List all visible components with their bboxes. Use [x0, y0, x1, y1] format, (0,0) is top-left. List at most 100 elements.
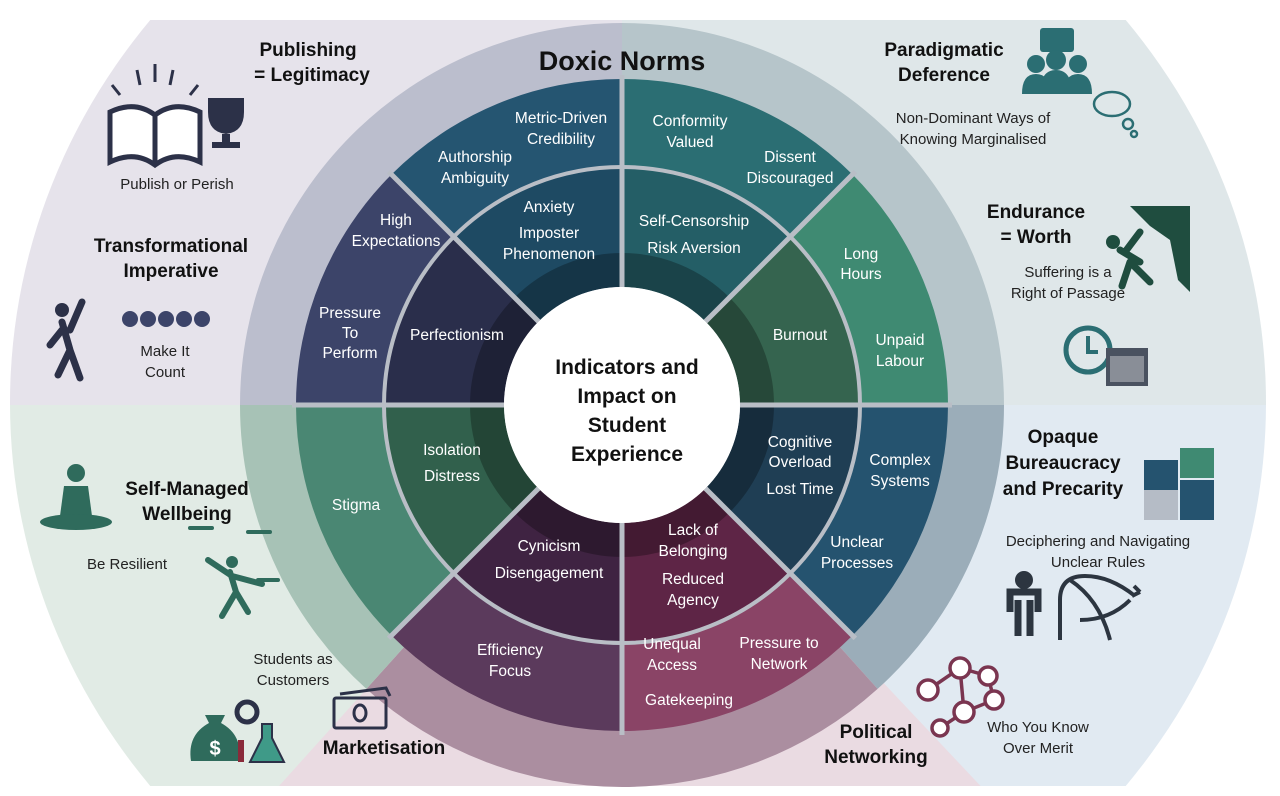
label-conformity: Conformity	[653, 113, 728, 130]
sector-inner	[453, 167, 622, 322]
theme-transformational: Transformational Imperative Make It Coun…	[46, 236, 248, 382]
theme-caption: Make It	[140, 343, 190, 360]
banknote-icon	[332, 686, 392, 730]
theme-publishing: Publishing = Legitimacy Publish or Peris…	[107, 40, 370, 193]
theme-title: Opaque	[1028, 427, 1099, 448]
label-lack-belonging: Lack of	[668, 522, 719, 539]
label-authorship: Ambiguity	[441, 170, 509, 187]
network-people-icon	[916, 656, 1005, 738]
sector-outer	[391, 573, 622, 731]
dollar-sign-icon: $	[209, 738, 220, 760]
sector-core-band	[470, 297, 539, 405]
sector-outer	[790, 174, 948, 405]
sector-outer	[622, 573, 853, 731]
theme-caption: Count	[145, 364, 186, 381]
theme-title: Marketisation	[323, 738, 445, 759]
label-cognitive-overload: Cognitive	[768, 434, 833, 451]
title: Doxic Norms	[539, 46, 706, 76]
label-isolation: Isolation	[423, 442, 481, 459]
reaching-person-icon	[46, 298, 86, 382]
sector-core-band	[514, 252, 622, 322]
theme-title: Bureaucracy	[1005, 453, 1121, 474]
label-lack-belonging: Belonging	[659, 543, 728, 560]
puzzle-icon	[1144, 448, 1214, 520]
theme-networking: Political Networking Who You Know Over M…	[824, 656, 1089, 768]
climber-icon	[1106, 206, 1190, 292]
theme-title: Paradigmatic	[884, 40, 1004, 61]
theme-bureaucracy: Opaque Bureaucracy and Precarity Deciphe…	[1003, 427, 1214, 641]
label-high-expectations: High	[380, 212, 412, 229]
theme-caption: Suffering is a	[1024, 264, 1112, 281]
sector-divider	[386, 169, 541, 324]
theme-caption: Right of Passage	[1011, 285, 1125, 302]
sector-core-band	[514, 488, 622, 557]
label-high-expectations: Expectations	[352, 233, 441, 250]
label-reduced-agency: Reduced	[662, 571, 724, 588]
theme-wellbeing: Self-Managed Wellbeing Be Resilient	[40, 464, 280, 619]
label-long-hours: Hours	[840, 266, 882, 283]
ring-segment	[240, 405, 405, 689]
sector-outer	[790, 405, 948, 636]
center-line-3: Student	[588, 414, 666, 437]
theme-caption: Unclear Rules	[1051, 554, 1145, 571]
label-unclear-processes: Unclear	[830, 534, 883, 551]
label-perfectionism: Perfectionism	[410, 327, 504, 344]
sector-inner	[384, 236, 539, 405]
open-book-icon	[107, 64, 203, 169]
theme-title: Publishing	[259, 40, 356, 61]
label-pressure-perform: To	[342, 325, 358, 342]
theme-title: Transformational	[94, 236, 248, 257]
ring-segment	[240, 23, 622, 405]
label-pressure-perform: Pressure	[319, 305, 381, 322]
label-unequal-access: Access	[647, 657, 697, 674]
meditation-icon	[40, 464, 112, 530]
label-dissent: Discouraged	[746, 170, 833, 187]
sector-divider	[703, 169, 858, 324]
center-circle	[504, 287, 740, 523]
label-unpaid-labour: Unpaid	[875, 332, 924, 349]
label-complex-systems: Systems	[870, 473, 930, 490]
sector-inner	[622, 488, 791, 643]
center-line-4: Experience	[571, 443, 683, 466]
juggling-person-icon	[188, 526, 280, 619]
label-lost-time: Lost Time	[766, 481, 833, 498]
label-authorship: Authorship	[438, 149, 512, 166]
sector-outer	[622, 79, 853, 237]
sector-inner	[705, 236, 860, 405]
ring-segment	[366, 646, 878, 788]
label-cynicism: Cynicism	[518, 538, 581, 555]
outer-ring	[240, 23, 1004, 788]
label-gatekeeping: Gatekeeping	[645, 692, 733, 709]
label-pressure-network: Pressure to	[739, 635, 818, 652]
theme-title: Self-Managed	[125, 479, 249, 500]
theme-caption: Customers	[257, 672, 330, 689]
sector-core-band	[470, 405, 539, 513]
theme-caption: Be Resilient	[87, 556, 168, 573]
label-anxiety: Anxiety	[524, 199, 575, 216]
center-line-2: Impact on	[577, 385, 676, 408]
sector-outer	[391, 79, 622, 237]
label-cognitive-overload: Overload	[769, 454, 832, 471]
theme-title: = Legitimacy	[254, 65, 370, 86]
person-tangled-arrows-icon	[1006, 571, 1142, 641]
sector-divider	[386, 486, 541, 641]
wheel	[292, 75, 952, 735]
theme-title: = Worth	[1001, 227, 1072, 248]
label-stigma: Stigma	[332, 497, 381, 514]
theme-title: Deference	[898, 65, 990, 86]
sector-core-band	[622, 488, 730, 557]
five-star-rating-icon	[122, 311, 210, 327]
label-efficiency-focus: Efficiency	[477, 642, 543, 659]
theme-caption: Over Merit	[1003, 740, 1074, 757]
theme-title: Networking	[824, 747, 927, 768]
theme-endurance: Endurance = Worth Suffering is a Right o…	[987, 202, 1190, 386]
theme-title: Wellbeing	[142, 504, 231, 525]
theme-title: Political	[840, 722, 913, 743]
label-self-censorship: Self-Censorship	[639, 213, 749, 230]
sector-outer	[296, 405, 454, 636]
theme-caption: Non-Dominant Ways of	[896, 110, 1051, 127]
label-unclear-processes: Processes	[821, 555, 894, 572]
sector-core-band	[705, 405, 774, 513]
label-imposter: Imposter	[519, 225, 579, 242]
sector-divider	[703, 486, 858, 641]
